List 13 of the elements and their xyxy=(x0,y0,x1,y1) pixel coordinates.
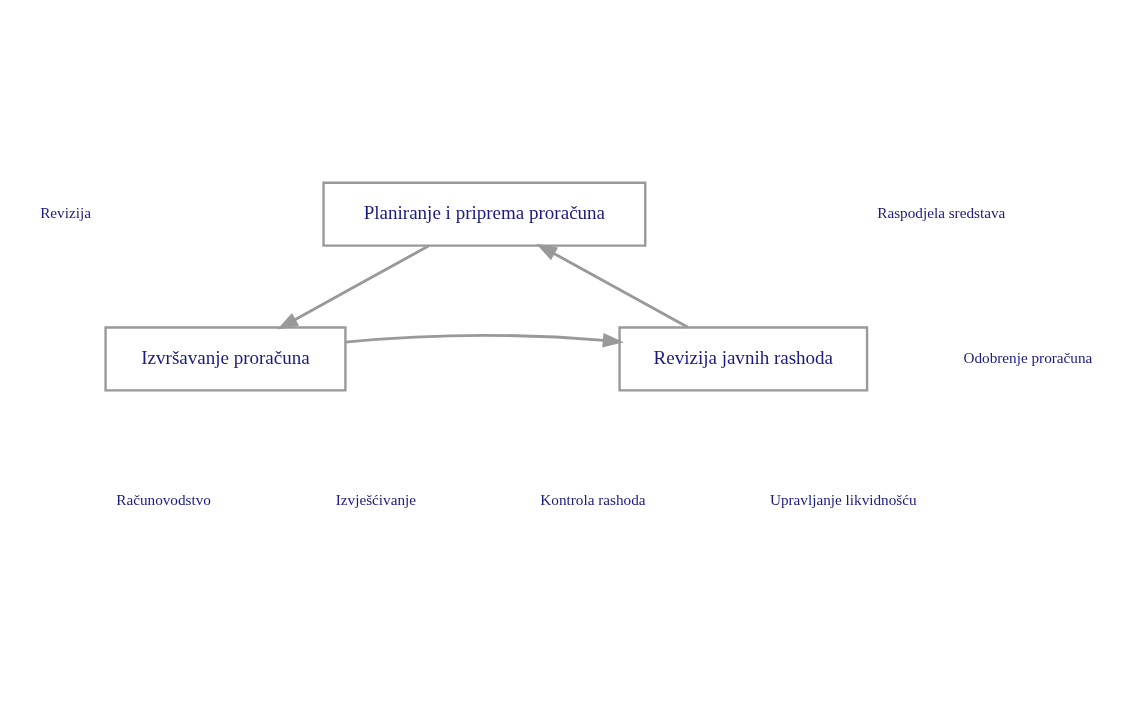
label: Revizija xyxy=(40,203,91,221)
label: Upravljanje likvidnošću xyxy=(769,490,917,508)
label: Izvješćivanje xyxy=(335,490,417,508)
arrow xyxy=(345,332,624,348)
label: Odobrenje proračuna xyxy=(963,348,1093,366)
node-box: Revizija javnih rashoda xyxy=(618,325,869,391)
arrow xyxy=(277,244,430,329)
node-box: Planiranje i priprema proračuna xyxy=(322,181,647,247)
arrow xyxy=(536,243,689,329)
label: Raspodjela sredstava xyxy=(877,203,1006,221)
label: Kontrola rashoda xyxy=(540,490,646,508)
label: Računovodstvo xyxy=(116,490,211,508)
node-box: Izvršavanje proračuna xyxy=(104,325,347,391)
